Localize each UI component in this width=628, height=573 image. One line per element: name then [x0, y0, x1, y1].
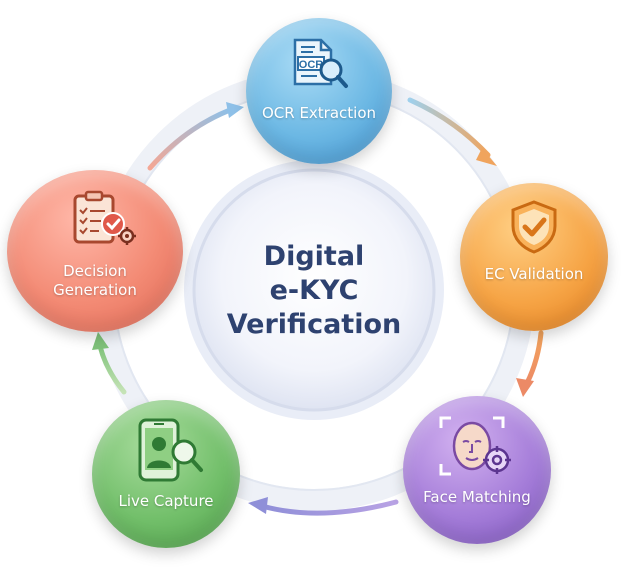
arrow-decision-to-ocr — [147, 102, 244, 171]
clipboard-check-gear-icon — [73, 190, 136, 245]
arrow-face-to-live — [248, 497, 399, 516]
face-scan-target-icon — [439, 416, 511, 476]
node-live-label: Live Capture — [118, 492, 214, 510]
ocr-icon-text: OCR — [299, 59, 324, 71]
node-face-matching[interactable]: Face Matching — [403, 396, 551, 544]
center-title-line-2: e-KYC — [269, 275, 359, 306]
node-face-label: Face Matching — [423, 488, 531, 506]
node-ocr-extraction[interactable]: OCR OCR Extraction — [246, 18, 392, 164]
arrow-live-to-decision — [92, 332, 127, 395]
node-ocr-label: OCR Extraction — [261, 104, 377, 122]
center-title-line-3: Verification — [226, 309, 402, 340]
shield-check-icon — [511, 200, 557, 254]
node-decision-generation[interactable]: Decision Generation — [7, 170, 183, 332]
node-live-capture[interactable]: Live Capture — [92, 400, 240, 548]
node-ec-label: EC Validation — [484, 265, 584, 283]
center-title-line-1: Digital — [263, 241, 365, 272]
ocr-document-search-icon: OCR — [293, 38, 348, 88]
center-disc — [192, 168, 436, 412]
center-title: Digital e-KYC Verification — [219, 240, 409, 342]
node-decision-label: Decision Generation — [7, 262, 183, 300]
node-ec-validation[interactable]: EC Validation — [460, 183, 608, 331]
node-decision-label-line-2: Generation — [53, 281, 137, 299]
arrow-ocr-to-ec — [407, 97, 497, 166]
node-decision-label-line-1: Decision — [63, 262, 127, 280]
phone-person-search-icon — [138, 418, 203, 482]
arrow-ec-to-face — [516, 330, 544, 397]
